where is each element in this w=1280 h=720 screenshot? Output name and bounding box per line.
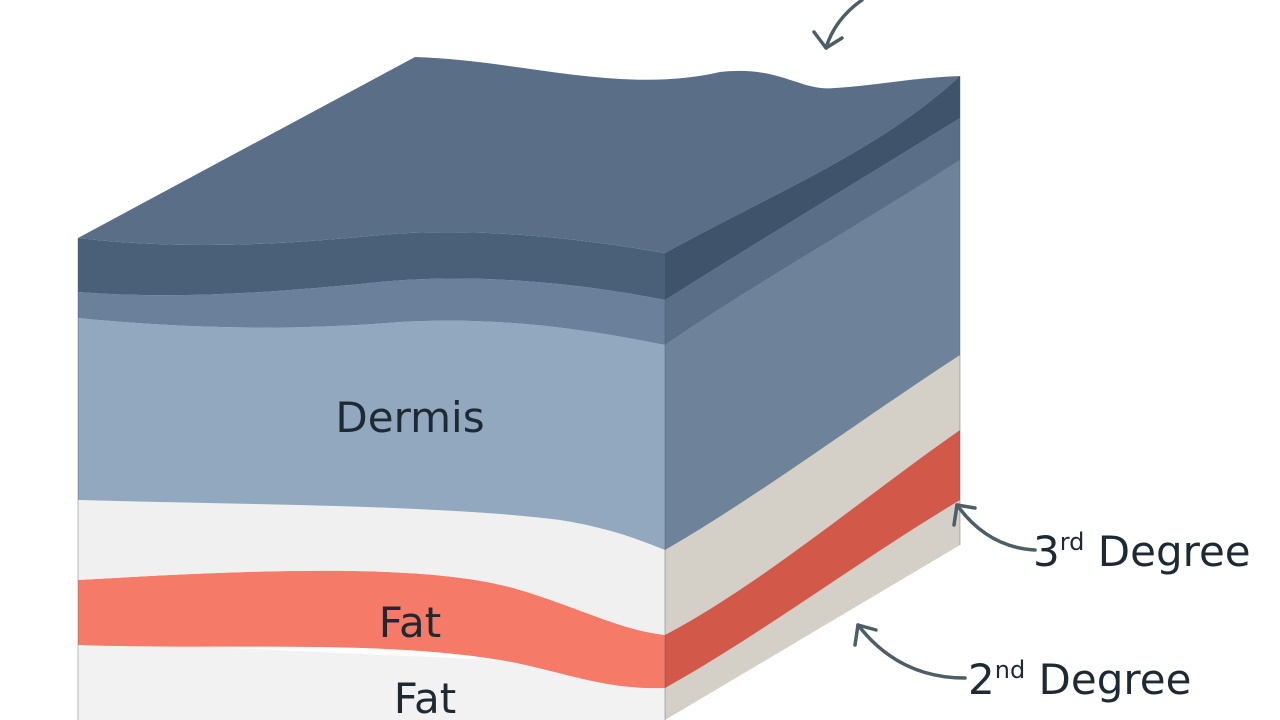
third-degree-label: 3rd Degree [1033,527,1251,576]
front-face [78,232,665,720]
front-fat-upper [78,500,665,635]
side-burn-band [665,430,960,688]
front-epidermis-lower [78,278,665,345]
top-face [78,57,960,253]
front-burn-band [78,570,665,689]
side-epidermis-upper [665,76,960,300]
front-dermis [78,318,665,550]
fat-upper-label: Fat [379,598,442,647]
side-face [665,76,960,720]
third-degree-word: Degree [1084,527,1250,576]
side-epidermis-lower [665,118,960,345]
second-degree-superscript: nd [995,656,1025,684]
arrow-third-degree [952,503,1037,552]
third-degree-superscript: rd [1060,528,1085,556]
second-degree-label: 2nd Degree [968,655,1191,704]
arrow-top [812,0,864,50]
second-degree-word: Degree [1025,655,1191,704]
side-dermis [665,160,960,550]
front-epidermis-upper [78,232,665,300]
block-outline [77,76,961,720]
second-degree-number: 2 [968,655,995,704]
dermis-label: Dermis [335,393,484,442]
arrow-second-degree [853,623,967,680]
third-degree-number: 3 [1033,527,1060,576]
fat-lower-label: Fat [394,674,457,720]
front-fat-lower [78,640,665,720]
